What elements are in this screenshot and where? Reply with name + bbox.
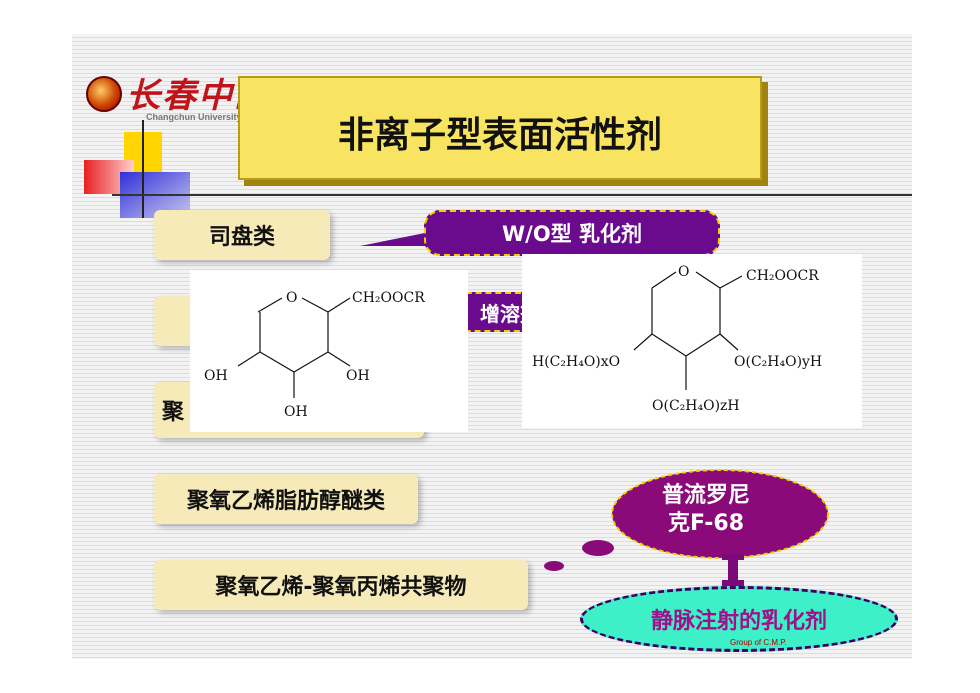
- iv-emulsifier-label: 静脉注射的乳化剂: [650, 609, 827, 634]
- item-label: 聚氧乙烯-聚氧丙烯共聚物: [215, 575, 467, 600]
- hydroxyl-right-label: OH: [346, 368, 370, 384]
- bottom-polyoxyethylene-label: O(C₂H₄O)zH: [652, 398, 740, 414]
- horizontal-rule: [112, 194, 912, 196]
- item-span: 司盘类: [154, 210, 330, 260]
- iv-emulsifier-badge: 静脉注射的乳化剂: [580, 586, 898, 652]
- ring-oxygen-label: O: [678, 264, 689, 280]
- double-arrow-icon: [722, 554, 744, 586]
- wo-callout-label: W/O型 乳化剂: [502, 222, 642, 246]
- item-label: 聚: [162, 400, 185, 425]
- right-polyoxyethylene-label: O(C₂H₄O)yH: [734, 354, 822, 370]
- watermark-text: Group of C.M.P.: [730, 638, 787, 647]
- vertical-rule: [142, 120, 144, 218]
- thought-cloud: [544, 469, 829, 571]
- hydroxyl-bottom-label: OH: [284, 404, 308, 420]
- item-copolymer: 聚氧乙烯-聚氧丙烯共聚物: [154, 560, 528, 610]
- sorbitan-ring-structure: O CH₂OOCR OH OH OH: [204, 290, 425, 420]
- page-title: 非离子型表面活性剂: [337, 115, 662, 156]
- left-polyoxyethylene-label: H(C₂H₄O)xO: [532, 354, 620, 370]
- hydroxyl-left-label: OH: [204, 368, 228, 384]
- cloud-line-2: 克F-68: [667, 511, 745, 536]
- ester-group-label: CH₂OOCR: [746, 268, 819, 284]
- item-fatty-alcohol-ether: 聚氧乙烯脂肪醇醚类: [154, 474, 418, 524]
- cloud-line-1: 普流罗尼: [661, 483, 750, 508]
- item-label: 聚氧乙烯脂肪醇醚类: [186, 489, 385, 514]
- item-label: 司盘类: [208, 225, 275, 250]
- ring-oxygen-label: O: [286, 290, 297, 306]
- span-structure-diagram: O CH₂OOCR OH OH OH: [190, 270, 468, 432]
- university-seal-icon: [86, 76, 122, 112]
- tween-structure-diagram: O CH₂OOCR H(C₂H₄O)xO O(C₂H₄O)yH O(C₂H₄O)…: [522, 254, 862, 428]
- polysorbate-ring-structure: O CH₂OOCR H(C₂H₄O)xO O(C₂H₄O)yH O(C₂H₄O)…: [532, 264, 822, 414]
- ester-group-label: CH₂OOCR: [352, 290, 425, 306]
- poloxamer-cloud-text: 普流罗尼 克F-68: [606, 482, 806, 538]
- wo-emulsifier-callout: W/O型 乳化剂: [424, 210, 720, 256]
- title-banner: 非离子型表面活性剂: [238, 76, 762, 180]
- wo-callout-tail: [360, 232, 430, 246]
